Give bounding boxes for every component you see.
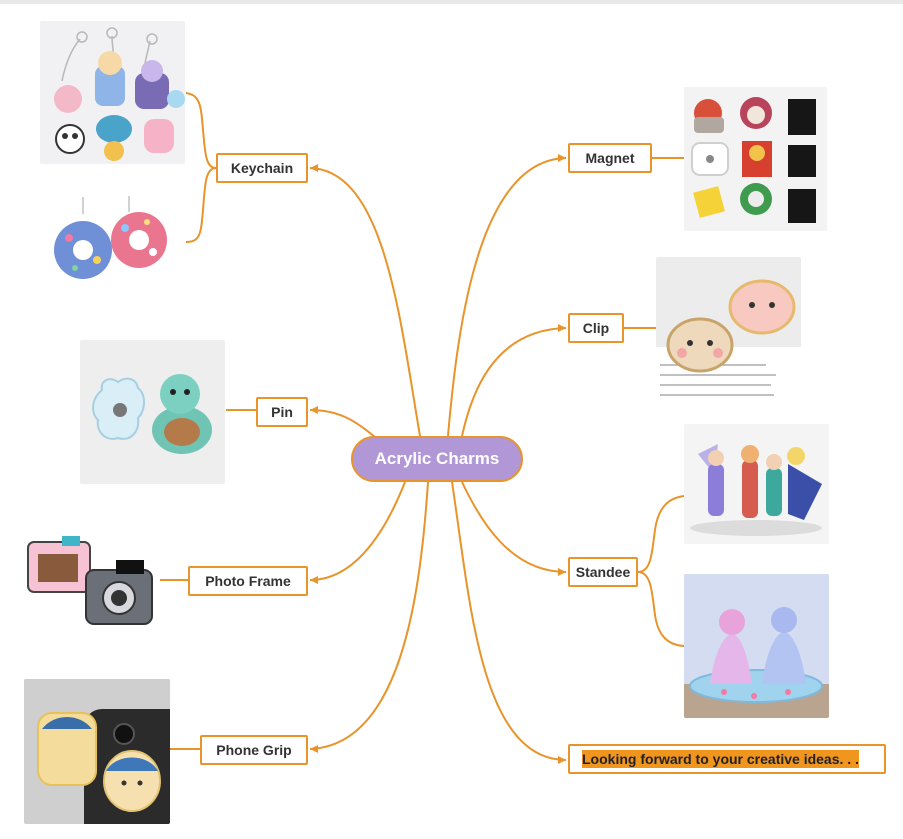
link-magnet (447, 157, 567, 437)
pin-image (80, 340, 225, 484)
bracket-keychain (185, 92, 217, 243)
link-phone-grip (309, 481, 429, 750)
arrowhead-photo-frame (310, 576, 318, 584)
arrowhead-phone-grip (310, 745, 318, 753)
link-keychain (309, 167, 421, 437)
arrowhead-magnet (558, 154, 566, 162)
node-keychain[interactable]: Keychain (216, 153, 308, 183)
link-clip (461, 327, 567, 437)
node-phone-grip[interactable]: Phone Grip (200, 735, 308, 765)
link-standee (461, 481, 567, 573)
arrowhead-keychain (310, 164, 318, 172)
clip-image (656, 257, 801, 400)
root-node[interactable]: Acrylic Charms (351, 436, 523, 482)
phone-grip-image (24, 679, 170, 824)
node-note[interactable]: Looking forward to your creative ideas. … (568, 744, 886, 774)
arrowhead-note (558, 756, 566, 764)
node-standee[interactable]: Standee (568, 557, 638, 587)
arrowhead-standee (558, 568, 566, 576)
node-pin[interactable]: Pin (256, 397, 308, 427)
bracket-standee (637, 495, 685, 647)
node-magnet[interactable]: Magnet (568, 143, 652, 173)
link-note (451, 481, 567, 761)
note-text: Looking forward to your creative ideas. … (582, 750, 859, 768)
magnet-image (684, 87, 827, 231)
standee-image-characters (684, 574, 829, 718)
node-clip[interactable]: Clip (568, 313, 624, 343)
photo-frame-image (18, 530, 160, 634)
arrowhead-clip (558, 324, 566, 332)
arrowhead-pin (310, 406, 318, 414)
top-bar (0, 0, 903, 4)
keychain-image-anime (40, 21, 185, 164)
link-photo-frame (309, 481, 406, 581)
link-pin (309, 409, 377, 439)
standee-image-anime (684, 424, 829, 544)
keychain-image-donut (47, 192, 185, 284)
node-photo-frame[interactable]: Photo Frame (188, 566, 308, 596)
